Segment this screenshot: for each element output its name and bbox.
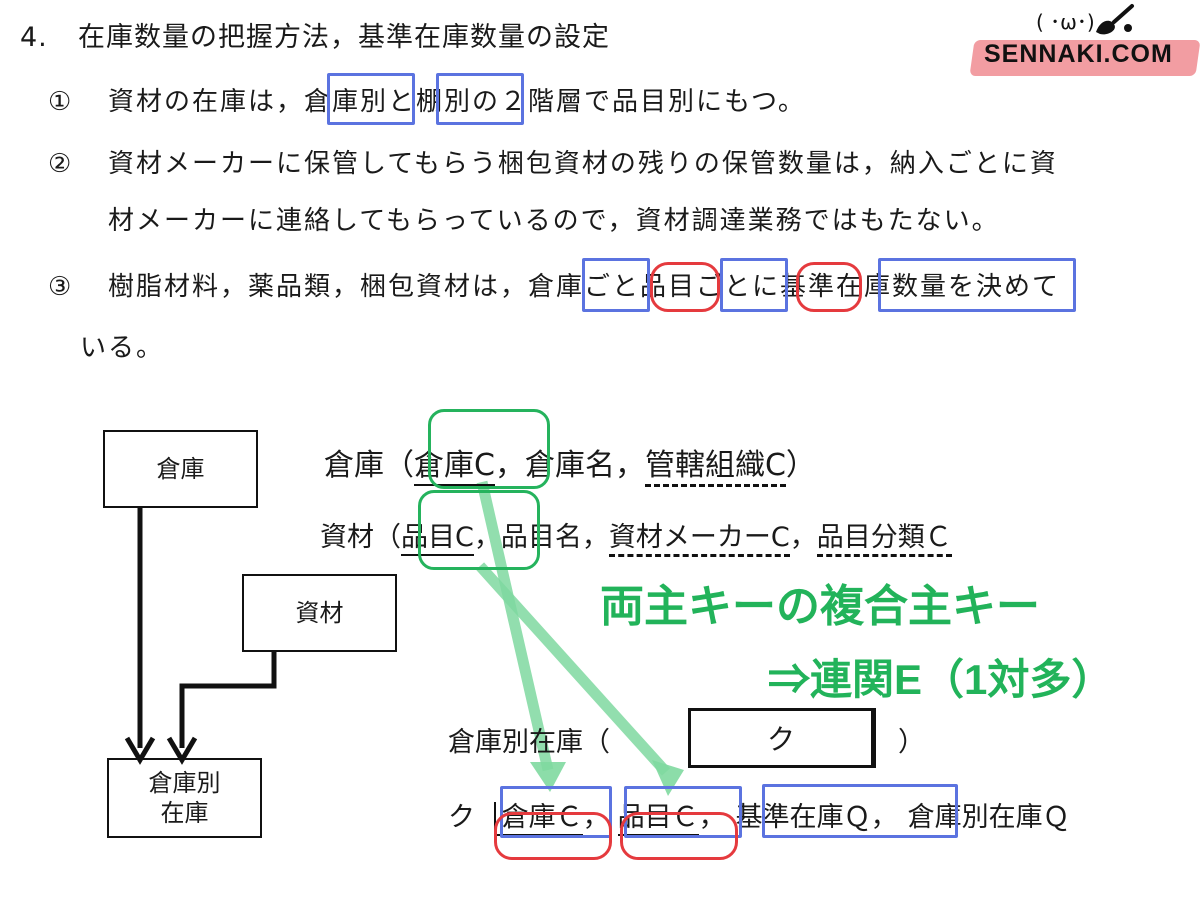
logo-brush-icon (1096, 4, 1134, 35)
logo-face: ( ･ω･) (1036, 10, 1095, 34)
entity-stock-label-1: 倉庫別 (148, 769, 221, 797)
paren-open: （ (384, 448, 414, 483)
schema-stock-close: ） (898, 727, 925, 758)
entity-material: 資材 (242, 574, 397, 652)
section-heading: 4. 在庫数量の把握方法，基準在庫数量の設定 (20, 15, 610, 54)
highlight-warehouse-level (327, 73, 415, 125)
statement-2-text: 資材メーカーに保管してもらう梱包資材の残りの保管数量は，納入ごとに資 (108, 149, 1058, 179)
statement-3-cont: いる。 (80, 327, 164, 364)
annotation-composite-key: 両主キーの複合主キー (600, 582, 1040, 631)
schema-material-fk2: 品目分類Ｃ (816, 522, 952, 557)
blank-box-ku: ク (688, 708, 876, 768)
entity-warehouse-label: 倉庫 (156, 455, 205, 483)
statement-2-cont-text: 材メーカーに連絡してもらっているので，資材調達業務ではもたない。 (108, 206, 1000, 236)
schema-stock-name: 倉庫別在庫 (448, 727, 583, 758)
relation-material-stock (179, 652, 277, 748)
statement-2-cont: 材メーカーに連絡してもらっているので，資材調達業務ではもたない。 (108, 200, 1000, 237)
schema-warehouse: 倉庫（倉庫C，倉庫名，管轄組織C） (324, 440, 816, 487)
entity-material-label: 資材 (295, 599, 344, 627)
separator: ， (614, 448, 645, 483)
highlight-item (720, 258, 788, 312)
marker-2: ② (48, 149, 74, 179)
highlight-standard-stock (878, 258, 1076, 312)
marker-3: ③ (48, 272, 74, 302)
marker-1: ① (48, 87, 74, 117)
entity-warehouse: 倉庫 (103, 430, 258, 508)
schema-material-pk: 品目C (401, 522, 474, 556)
schema-material-attr: 品目名 (500, 522, 582, 553)
highlight-shelf-level (436, 73, 524, 125)
separator: ， (870, 802, 898, 833)
highlight-warehouse-pk (428, 409, 550, 489)
paren-close: ） (785, 448, 816, 483)
schema-material-fk1: 資材メーカーC (608, 522, 790, 557)
statement-1: ① 資材の在庫は，倉庫別と棚別の２階層で品目別にもつ。 (48, 81, 806, 118)
answer-col-warehouse: 倉庫Ｃ (493, 802, 583, 836)
arrow-item-key (475, 562, 671, 776)
answer-col-quantity: 倉庫別在庫Ｑ (907, 802, 1070, 833)
highlight-answer-item (624, 786, 742, 838)
answer-col-standard: 基準在庫Ｑ (735, 802, 871, 833)
separator: ， (581, 522, 609, 553)
entity-stock-label-2: 在庫 (160, 799, 209, 827)
circle-per-1 (650, 262, 720, 312)
highlight-answer-warehouse (500, 786, 612, 838)
highlight-answer-standard (762, 784, 958, 838)
schema-material-name: 資材 (320, 522, 374, 553)
blank-box-label: ク (766, 723, 795, 756)
schema-material: 資材（品目C，品目名，資材メーカーC，品目分類Ｃ (320, 515, 952, 557)
section-number: 4. (20, 22, 48, 53)
separator: ， (494, 448, 525, 483)
circle-answer-warehouse (494, 812, 612, 860)
statement-2: ② 資材メーカーに保管してもらう梱包資材の残りの保管数量は，納入ごとに資 (48, 143, 1058, 180)
entity-warehouse-stock: 倉庫別 在庫 (107, 758, 262, 838)
paren-open: （ (374, 522, 401, 553)
statement-1-text: 資材の在庫は，倉庫別と棚別の２階層で品目別にもつ。 (108, 87, 806, 117)
highlight-material-pk (418, 490, 540, 570)
schema-warehouse-name: 倉庫 (324, 448, 384, 483)
separator: ， (473, 522, 501, 553)
arrowhead-warehouse-stock (124, 736, 156, 765)
answer-label: ク (448, 802, 475, 833)
answer-line: ク 倉庫Ｃ，品目Ｃ，基準在庫Ｑ，倉庫別在庫Ｑ (448, 795, 1070, 836)
schema-warehouse-pk: 倉庫C (414, 448, 495, 486)
paren-open: （ (583, 727, 610, 758)
arrowhead-warehouse-key (530, 762, 566, 792)
schema-stock: 倉庫別在庫（ (448, 720, 610, 759)
schema-warehouse-fk: 管轄組織C (644, 448, 786, 487)
arrow-warehouse-key (476, 480, 554, 772)
logo-text: SENNAKI.COM (984, 40, 1173, 68)
statement-3-cont-text: いる。 (80, 333, 165, 363)
circle-answer-item (620, 812, 738, 860)
circle-per-2 (796, 262, 862, 312)
arrowhead-item-key (652, 760, 684, 796)
arrowhead-material-stock (166, 736, 198, 765)
highlight-warehouse (582, 258, 650, 312)
annotation-relation: ⇒連関E（1対多） (768, 656, 1114, 703)
separator: ， (789, 522, 817, 553)
section-title: 在庫数量の把握方法，基準在庫数量の設定 (78, 22, 610, 53)
